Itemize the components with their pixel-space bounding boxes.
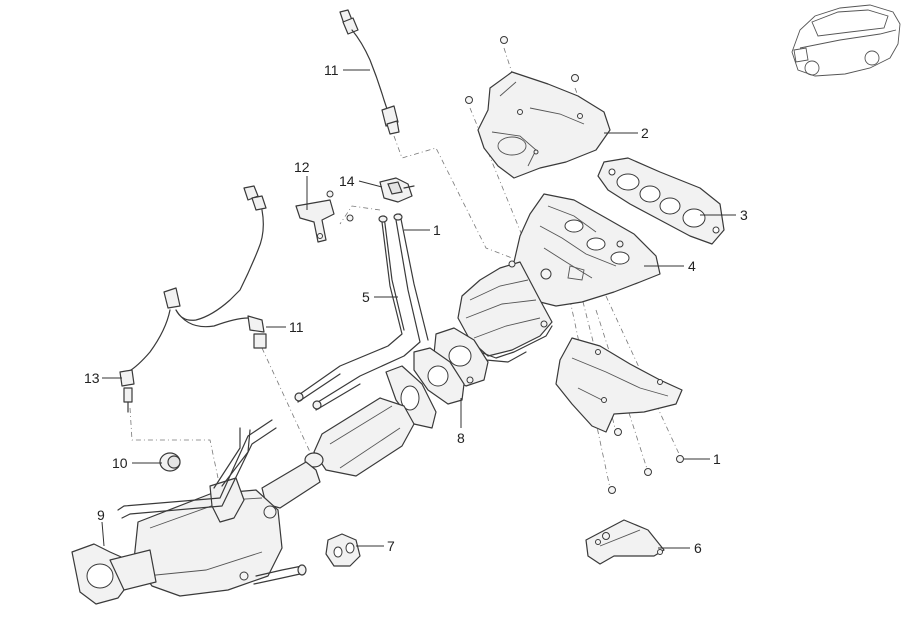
callout-5: 5 xyxy=(362,289,370,305)
vehicle-thumbnail-icon xyxy=(791,4,901,77)
callout-6: 6 xyxy=(694,540,702,556)
callout-2: 2 xyxy=(641,125,649,141)
part-3-manifold-gasket xyxy=(597,157,725,245)
loose-bolts xyxy=(602,428,684,540)
part-6-bracket xyxy=(585,519,665,565)
part-10-grommet xyxy=(159,452,181,472)
leader-lines xyxy=(101,69,736,549)
bolts-part-2 xyxy=(465,36,579,104)
part-8-flange-gaskets xyxy=(413,327,489,405)
part-2-heat-shield-upper xyxy=(477,71,611,179)
part-14-pressure-sensor xyxy=(379,177,415,203)
callout-4: 4 xyxy=(688,258,696,274)
callout-14: 14 xyxy=(339,173,355,189)
callout-labels: 11 2 12 14 3 1 4 5 11 13 8 1 10 9 7 6 xyxy=(84,62,748,556)
upper-catalytic-converter xyxy=(457,260,553,363)
part-13-temperature-sensor xyxy=(119,309,171,413)
lower-heat-shield xyxy=(555,337,683,433)
part-5-pipe-pair xyxy=(294,213,429,411)
callout-10: 10 xyxy=(112,455,128,471)
callout-8: 8 xyxy=(457,430,465,446)
part-12-bracket xyxy=(295,190,354,243)
callout-1-lower: 1 xyxy=(713,451,721,467)
callout-12: 12 xyxy=(294,159,310,175)
part-11-lower-oxygen-sensor xyxy=(163,185,267,349)
callout-1-upper: 1 xyxy=(433,222,441,238)
callout-11-upper: 11 xyxy=(324,62,339,78)
part-7-rubber-mount xyxy=(325,533,361,567)
callout-9: 9 xyxy=(97,507,105,523)
callout-7: 7 xyxy=(387,538,395,554)
part-4-exhaust-manifold xyxy=(513,193,661,307)
front-pipe-assembly xyxy=(71,365,437,605)
callout-3: 3 xyxy=(740,207,748,223)
callout-11-lower: 11 xyxy=(289,319,304,335)
callout-13: 13 xyxy=(84,370,100,386)
part-11-upper-oxygen-sensor xyxy=(339,9,400,135)
